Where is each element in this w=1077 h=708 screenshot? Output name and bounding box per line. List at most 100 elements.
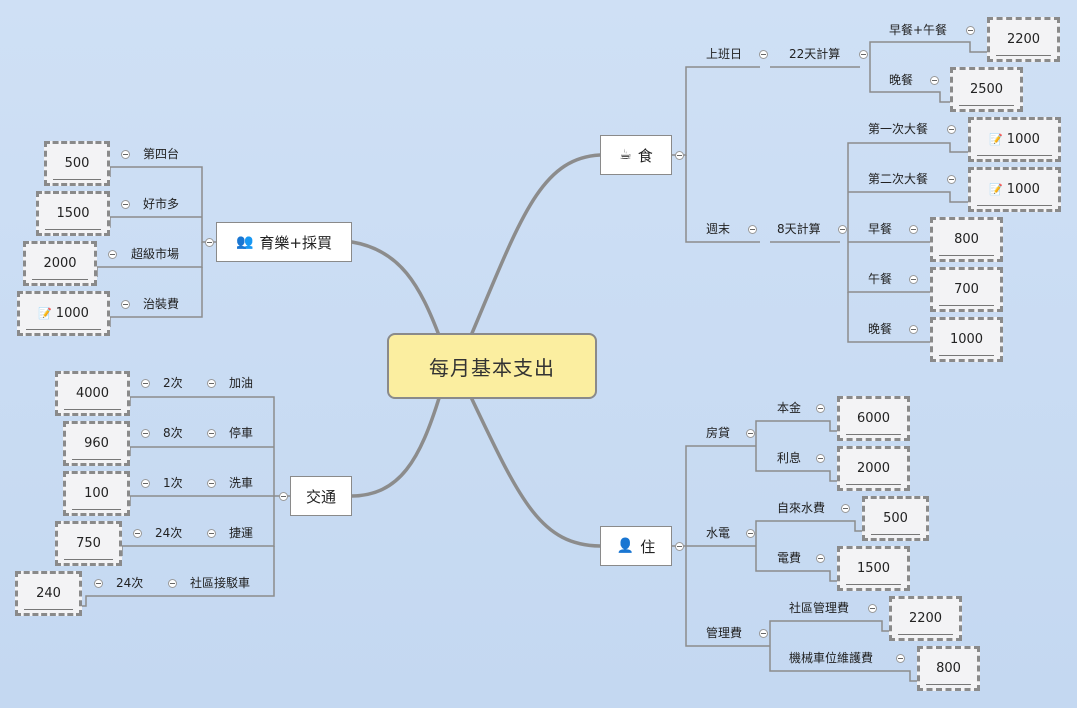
- transport-item-label: 停車: [229, 426, 254, 440]
- interest-label: 利息: [777, 451, 802, 465]
- shopping-item-value[interactable]: 1500: [36, 191, 110, 236]
- shopping-item-value[interactable]: 📝1000: [17, 291, 110, 336]
- collapse-toggle-transport-item[interactable]: [168, 579, 177, 588]
- transport-item-label: 捷運: [229, 526, 254, 540]
- collapse-toggle-weekday-days[interactable]: [859, 50, 868, 59]
- weekend-label: 週末: [706, 222, 731, 236]
- collapse-toggle-water[interactable]: [841, 504, 850, 513]
- shopping-item-label: 好市多: [143, 197, 180, 211]
- collapse-toggle-management[interactable]: [759, 629, 768, 638]
- water-value[interactable]: 500: [862, 496, 929, 541]
- topic-shopping[interactable]: 👥 育樂+採買: [216, 222, 352, 262]
- collapse-toggle-weekend-dinner[interactable]: [909, 325, 918, 334]
- topic-living-label: 住: [640, 537, 656, 556]
- shopping-item-label: 治裝費: [143, 297, 180, 311]
- collapse-toggle-transport-count[interactable]: [94, 579, 103, 588]
- collapse-toggle-weekday-dinner[interactable]: [930, 76, 939, 85]
- weekday-lunch-value[interactable]: 2200: [987, 17, 1060, 62]
- collapse-toggle-transport[interactable]: [279, 492, 288, 501]
- weekend-big-meal-2-value[interactable]: 📝1000: [968, 167, 1061, 212]
- collapse-toggle-weekday[interactable]: [759, 50, 768, 59]
- shopping-item-label: 第四台: [143, 147, 180, 161]
- interest-value[interactable]: 2000: [837, 446, 910, 491]
- collapse-toggle-shopping-item[interactable]: [121, 300, 130, 309]
- community-fee-label: 社區管理費: [789, 601, 850, 615]
- collapse-toggle-shopping[interactable]: [205, 238, 214, 247]
- topic-transport[interactable]: 交通: [290, 476, 352, 516]
- collapse-toggle-transport-item[interactable]: [207, 379, 216, 388]
- collapse-toggle-living[interactable]: [675, 542, 684, 551]
- transport-item-value[interactable]: 100: [63, 471, 130, 516]
- weekday-dinner-value[interactable]: 2500: [950, 67, 1023, 112]
- collapse-toggle-transport-item[interactable]: [207, 529, 216, 538]
- transport-item-label: 社區接駁車: [190, 576, 251, 590]
- principal-value[interactable]: 6000: [837, 396, 910, 441]
- weekday-lunch-label: 早餐+午餐: [889, 23, 948, 37]
- topic-food[interactable]: ☕ 食: [600, 135, 672, 175]
- note-icon: 📝: [989, 182, 1003, 196]
- collapse-toggle-community[interactable]: [868, 604, 877, 613]
- coffee-cup-icon: ☕: [619, 147, 632, 163]
- collapse-toggle-transport-item[interactable]: [207, 479, 216, 488]
- parking-fee-label: 機械車位維護費: [789, 651, 874, 665]
- transport-item-value[interactable]: 960: [63, 421, 130, 466]
- weekday-days-label: 22天計算: [789, 47, 841, 61]
- collapse-toggle-weekday-lunch[interactable]: [966, 26, 975, 35]
- collapse-toggle-breakfast[interactable]: [909, 225, 918, 234]
- collapse-toggle-transport-count[interactable]: [141, 379, 150, 388]
- weekend-big-meal-1-value[interactable]: 📝1000: [968, 117, 1061, 162]
- collapse-toggle-food[interactable]: [675, 151, 684, 160]
- collapse-toggle-shopping-item[interactable]: [108, 250, 117, 259]
- collapse-toggle-transport-count[interactable]: [133, 529, 142, 538]
- shopping-item-value[interactable]: 2000: [23, 241, 97, 286]
- collapse-toggle-interest[interactable]: [816, 454, 825, 463]
- collapse-toggle-big-meal-1[interactable]: [947, 125, 956, 134]
- weekday-dinner-label: 晚餐: [889, 73, 914, 87]
- topic-living[interactable]: 👤 住: [600, 526, 672, 566]
- collapse-toggle-transport-count[interactable]: [141, 479, 150, 488]
- central-topic-label: 每月基本支出: [429, 355, 555, 380]
- transport-item-label: 加油: [229, 376, 254, 390]
- power-value[interactable]: 1500: [837, 546, 910, 591]
- collapse-toggle-principal[interactable]: [816, 404, 825, 413]
- central-topic[interactable]: 每月基本支出: [387, 333, 597, 399]
- collapse-toggle-big-meal-2[interactable]: [947, 175, 956, 184]
- collapse-toggle-weekend[interactable]: [748, 225, 757, 234]
- collapse-toggle-shopping-item[interactable]: [121, 200, 130, 209]
- collapse-toggle-transport-count[interactable]: [141, 429, 150, 438]
- weekend-breakfast-value[interactable]: 800: [930, 217, 1003, 262]
- shopping-item-label: 超級市場: [131, 247, 180, 261]
- note-icon: 📝: [38, 306, 52, 320]
- collapse-toggle-power[interactable]: [816, 554, 825, 563]
- person-icon: 👤: [616, 538, 635, 554]
- collapse-toggle-shopping-item[interactable]: [121, 150, 130, 159]
- collapse-toggle-parking[interactable]: [896, 654, 905, 663]
- weekend-lunch-value[interactable]: 700: [930, 267, 1003, 312]
- note-icon: 📝: [989, 132, 1003, 146]
- shopping-item-value[interactable]: 500: [44, 141, 110, 186]
- collapse-toggle-weekend-days[interactable]: [838, 225, 847, 234]
- weekend-lunch-label: 午餐: [868, 272, 893, 286]
- community-fee-value[interactable]: 2200: [889, 596, 962, 641]
- transport-item-value[interactable]: 750: [55, 521, 122, 566]
- transport-item-value[interactable]: 240: [15, 571, 82, 616]
- collapse-toggle-weekend-lunch[interactable]: [909, 275, 918, 284]
- utility-label: 水電: [706, 526, 731, 540]
- topic-shopping-label: 育樂+採買: [259, 233, 332, 252]
- collapse-toggle-transport-item[interactable]: [207, 429, 216, 438]
- principal-label: 本金: [777, 401, 802, 415]
- collapse-toggle-utility[interactable]: [746, 529, 755, 538]
- weekend-days-label: 8天計算: [777, 222, 821, 236]
- collapse-toggle-loan[interactable]: [746, 429, 755, 438]
- power-label: 電費: [777, 551, 802, 565]
- topic-transport-label: 交通: [305, 487, 336, 506]
- parking-fee-value[interactable]: 800: [917, 646, 980, 691]
- transport-item-value[interactable]: 4000: [55, 371, 130, 416]
- transport-item-count: 1次: [163, 476, 183, 490]
- weekend-big-meal-2-label: 第二次大餐: [868, 172, 929, 186]
- weekend-dinner-value[interactable]: 1000: [930, 317, 1003, 362]
- users-icon: 👥: [235, 234, 254, 250]
- transport-item-count: 8次: [163, 426, 183, 440]
